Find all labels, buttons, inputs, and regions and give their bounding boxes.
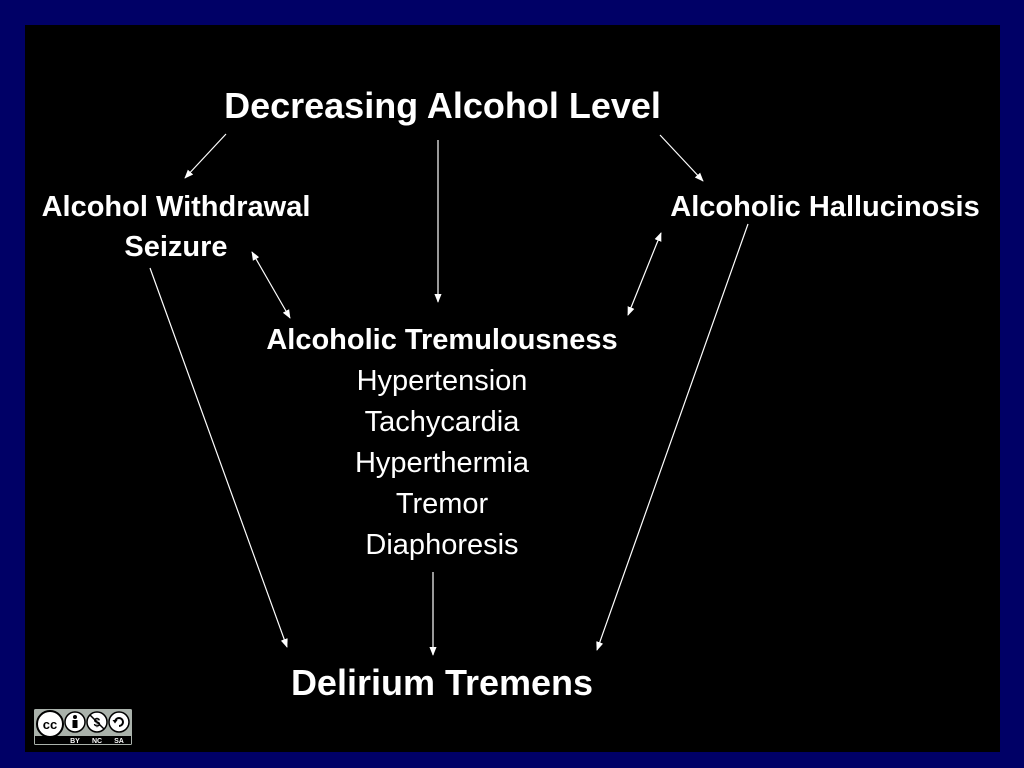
svg-text:cc: cc <box>43 717 57 732</box>
license-label-nc: NC <box>92 738 102 745</box>
node-label-line2: Seizure <box>124 231 228 263</box>
symptom-tremor: Tremor <box>395 488 489 520</box>
arrow-hallucinosis-tremulousness <box>627 232 662 316</box>
arrow-title-to-withdrawal <box>184 133 227 179</box>
diagram-title: Decreasing Alcohol Level <box>224 85 661 126</box>
arrow-withdrawal-tremulousness <box>251 251 291 319</box>
sa-icon <box>108 711 130 733</box>
symptom-tachycardia: Tachycardia <box>364 406 520 438</box>
cc-by-nc-sa-badge-icon: cc $ BY NC SA <box>33 708 133 746</box>
symptom-diaphoresis: Diaphoresis <box>365 529 519 561</box>
node-alcohol-withdrawal-seizure: Alcohol Withdrawal Seizure <box>0 187 352 267</box>
symptom-hyperthermia: Hyperthermia <box>354 447 530 479</box>
license-label-by: BY <box>70 738 80 745</box>
arrow-withdrawal-to-delirium <box>149 267 288 648</box>
arrow-hallucinosis-to-delirium <box>596 223 749 651</box>
node-delirium-tremens: Delirium Tremens <box>290 662 594 703</box>
node-alcoholic-tremulousness: Alcoholic Tremulousness Hypertension Tac… <box>212 320 672 566</box>
by-icon <box>64 711 86 733</box>
tremulousness-heading: Alcoholic Tremulousness <box>266 324 618 356</box>
nc-icon: $ <box>86 711 108 733</box>
license-label-sa: SA <box>114 738 124 745</box>
arrow-title-to-hallucinosis <box>659 134 704 182</box>
slide-background <box>25 25 1000 752</box>
symptom-hypertension: Hypertension <box>356 365 528 397</box>
node-label-line1: Alcohol Withdrawal <box>41 191 311 223</box>
node-alcoholic-hallucinosis: Alcoholic Hallucinosis <box>670 191 980 223</box>
